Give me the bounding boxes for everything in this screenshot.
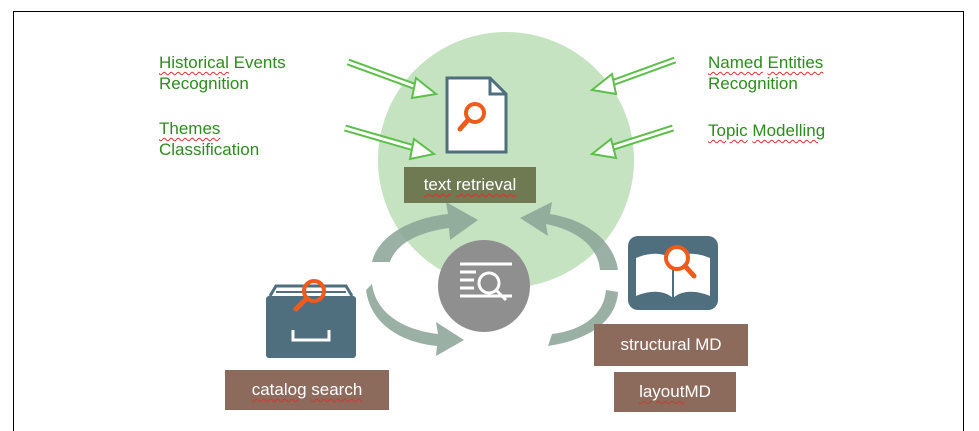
text-search-hub-icon [438, 240, 530, 332]
layout-word: layout [639, 382, 685, 401]
label-modelling-word: Modelling [752, 121, 826, 140]
label-topic-word: Topic [708, 121, 748, 140]
label-events-word: Events [228, 53, 286, 72]
label-recognition-right: Recognition [708, 74, 798, 93]
label-themes-classification: Themes Classification [159, 118, 259, 160]
book-search-icon [628, 236, 718, 310]
arrow-topic-modelling [589, 124, 675, 160]
arrow-themes [344, 124, 437, 161]
md-word: MD [684, 382, 711, 401]
label-classification-word: Classification [159, 140, 260, 159]
document-search-icon [445, 76, 508, 154]
arrow-named-entities [589, 56, 677, 96]
label-historical-word: Historical [159, 53, 229, 72]
catalog-search-box: catalog search [225, 370, 389, 410]
text-retrieval-box: text retrieval [404, 167, 536, 203]
figure-frame [13, 11, 964, 431]
label-themes-word: Themes [159, 119, 221, 138]
catalog-drawer-icon [266, 279, 356, 358]
label-historical-events: Historical Events Recognition [159, 52, 286, 94]
search-word: search [311, 380, 363, 399]
structural-md-box: structural MD [594, 324, 748, 366]
label-named-word: Named [708, 53, 763, 72]
label-named-entities: Named Entities Recognition [708, 52, 823, 94]
text-retrieval-word-1: text [423, 175, 452, 194]
cycle-arrows [366, 202, 618, 356]
catalog-word: catalog [251, 380, 307, 399]
label-recognition-left: Recognition [159, 74, 249, 93]
structural-md-label: structural MD [620, 335, 722, 354]
layout-md-box: layout MD [614, 372, 736, 412]
label-entities-word: Entities [767, 53, 824, 72]
label-topic-modelling: Topic Modelling [708, 120, 825, 141]
text-retrieval-word-2: retrieval [455, 175, 517, 194]
arrow-historical-events [346, 58, 439, 100]
